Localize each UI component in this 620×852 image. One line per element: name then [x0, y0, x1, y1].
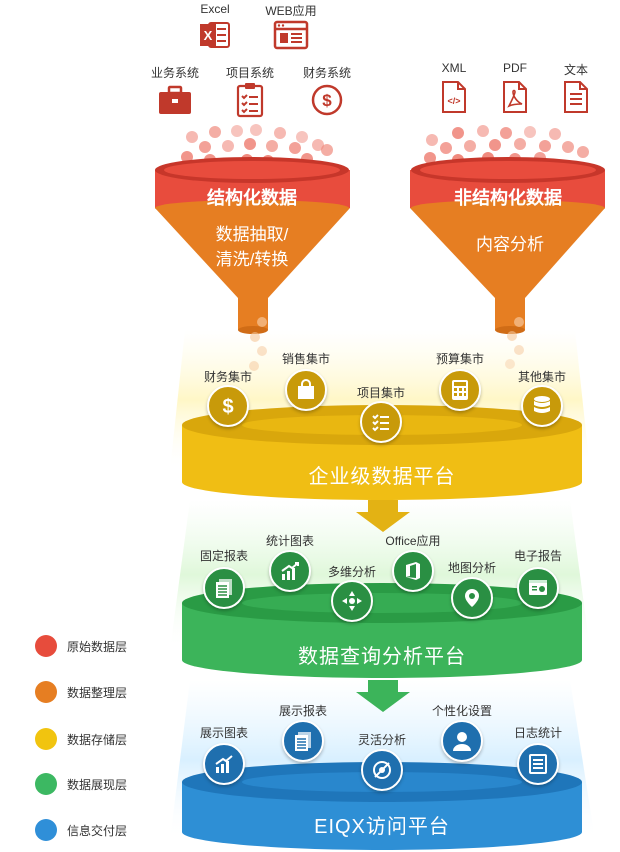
storage-item-label: 其他集市: [517, 370, 567, 384]
structured-data-title: 结构化数据: [207, 188, 297, 208]
legend-swatch: [35, 728, 57, 750]
unstructured-data-title: 非结构化数据: [454, 188, 562, 208]
report-icon: [295, 732, 311, 751]
legend-label: 数据存储层: [67, 732, 128, 747]
legend-item-storage: 数据存储层: [35, 728, 127, 750]
query-item-map[interactable]: [451, 577, 493, 619]
bar-chart-icon: [281, 562, 299, 580]
funnel-drip-dots: [249, 317, 524, 371]
access-item-display-chart[interactable]: [203, 743, 245, 785]
dollar-icon: $: [311, 84, 343, 116]
svg-text:</>: </>: [447, 96, 460, 106]
access-item-label: 个性化设置: [431, 704, 493, 718]
storage-item-finance[interactable]: $: [207, 385, 249, 427]
business-system-label: 业务系统: [150, 66, 200, 80]
text-label: 文本: [563, 63, 589, 77]
structured-data-process-line1: 数据抽取/: [215, 225, 289, 244]
clipboard-icon: [236, 83, 264, 118]
legend-item-display: 数据展现层: [35, 773, 127, 795]
unstructured-data-process: 内容分析: [476, 235, 544, 254]
excel-icon: X: [200, 22, 230, 48]
briefcase-icon: [159, 85, 191, 114]
map-pin-icon: [465, 589, 479, 607]
web-app-label: WEB应用: [265, 4, 317, 18]
storage-item-label: 预算集市: [435, 352, 485, 366]
checklist-icon: [372, 414, 389, 432]
access-platform-title: EIQX访问平台: [314, 816, 450, 838]
access-item-label: 展示图表: [199, 726, 249, 740]
legend-item-delivery: 信息交付层: [35, 819, 127, 841]
database-icon: [534, 396, 550, 413]
query-item-label: 固定报表: [199, 549, 249, 563]
chart-icon: [215, 755, 233, 773]
arrow-down-2: [356, 680, 410, 712]
access-item-label: 灵活分析: [357, 733, 407, 747]
legend-item-raw: 原始数据层: [35, 635, 127, 657]
legend-label: 信息交付层: [67, 823, 128, 838]
legend-item-organize: 数据整理层: [35, 681, 127, 703]
access-item-flexible[interactable]: [361, 749, 403, 791]
svg-text:$: $: [222, 396, 233, 418]
flexible-analysis-icon: [373, 761, 391, 779]
query-item-e-report[interactable]: [517, 567, 559, 609]
storage-item-budget[interactable]: [439, 369, 481, 411]
calculator-icon: [452, 380, 468, 400]
legend-swatch: [35, 819, 57, 841]
dollar-icon: $: [222, 396, 233, 418]
xml-file-icon: </>: [442, 81, 466, 113]
project-system-label: 项目系统: [225, 66, 275, 80]
legend-label: 数据展现层: [67, 777, 128, 792]
query-item-office[interactable]: [392, 550, 434, 592]
access-item-display-report[interactable]: [282, 720, 324, 762]
legend-swatch: [35, 773, 57, 795]
storage-item-label: 财务集市: [203, 370, 253, 384]
query-item-fixed-report[interactable]: [203, 567, 245, 609]
multidimension-icon: [342, 591, 362, 611]
e-report-icon: [529, 580, 547, 595]
query-item-multidim[interactable]: [331, 580, 373, 622]
storage-item-label: 项目集市: [356, 386, 406, 400]
left-funnel: [155, 157, 350, 334]
svg-text:$: $: [322, 91, 332, 110]
access-item-label: 日志统计: [513, 726, 563, 740]
structured-data-process-line2: 清洗/转换: [215, 250, 289, 269]
legend-label: 数据整理层: [67, 685, 128, 700]
query-item-label: 多维分析: [327, 565, 377, 579]
access-item-log[interactable]: [517, 743, 559, 785]
legend-label: 原始数据层: [67, 639, 128, 654]
access-item-personalize[interactable]: [441, 720, 483, 762]
query-item-label: 电子报告: [513, 549, 563, 563]
query-item-label: 地图分析: [447, 561, 497, 575]
storage-item-project[interactable]: [360, 401, 402, 443]
storage-item-label: 销售集市: [281, 352, 331, 366]
report-icon: [216, 579, 232, 598]
legend-swatch: [35, 681, 57, 703]
legend-swatch: [35, 635, 57, 657]
text-file-icon: [564, 81, 588, 113]
query-item-label: 统计图表: [265, 534, 315, 548]
arrow-down-1: [356, 500, 410, 532]
storage-item-other[interactable]: [521, 385, 563, 427]
finance-system-label: 财务系统: [302, 66, 352, 80]
xml-label: XML: [441, 61, 467, 75]
access-item-label: 展示报表: [278, 704, 328, 718]
query-item-label: Office应用: [385, 534, 441, 548]
excel-label: Excel: [200, 2, 230, 16]
pdf-file-icon: [503, 81, 527, 113]
svg-text:X: X: [204, 28, 213, 43]
user-icon: [453, 732, 471, 751]
office-icon: [406, 562, 420, 580]
pdf-label: PDF: [503, 61, 527, 75]
query-item-stat-chart[interactable]: [269, 550, 311, 592]
right-funnel: [410, 157, 605, 334]
query-platform-title: 数据查询分析平台: [298, 646, 466, 668]
storage-platform-title: 企业级数据平台: [308, 466, 456, 488]
storage-item-sales[interactable]: [285, 369, 327, 411]
shopping-bag-icon: [298, 379, 314, 399]
browser-icon: [273, 20, 309, 50]
log-icon: [529, 754, 547, 774]
